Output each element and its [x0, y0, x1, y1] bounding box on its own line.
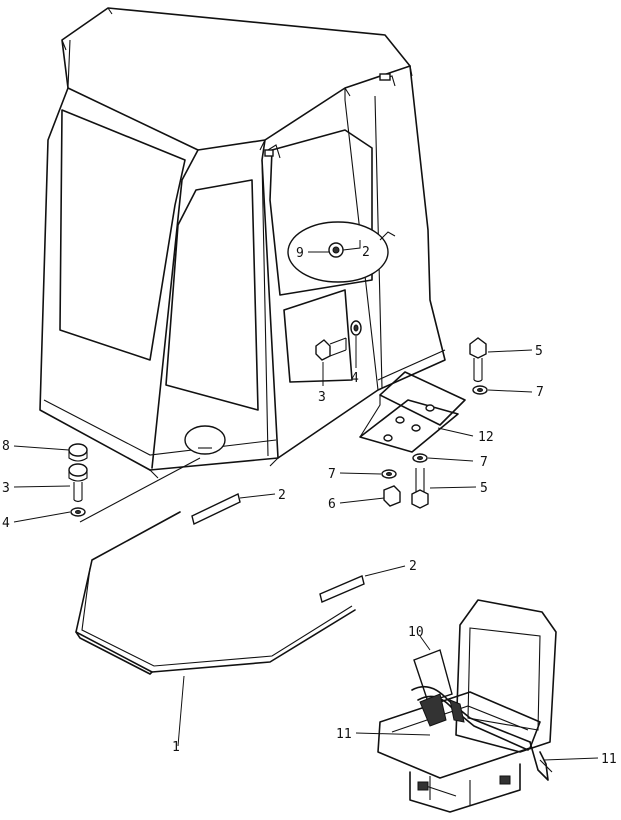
callout-2-mid: 2: [409, 559, 417, 574]
hardware-left: [68, 443, 88, 517]
callout-7-upper: 7: [536, 385, 544, 400]
callout-3-left: 3: [2, 481, 10, 496]
callout-3-center: 3: [318, 390, 326, 405]
callout-12: 12: [478, 430, 494, 445]
leader-lines: [13, 240, 599, 761]
callout-7-right: 7: [480, 455, 488, 470]
callout-4-center: 4: [351, 371, 359, 386]
floor-mat: [75, 511, 356, 675]
callout-11-right: 11: [601, 752, 617, 767]
callout-1: 1: [172, 740, 180, 755]
callout-5-upper: 5: [535, 344, 543, 359]
callout-2-mirror: 2: [362, 245, 370, 260]
hardware-right: [381, 337, 488, 509]
callout-11-left: 11: [336, 727, 352, 742]
callout-2-upper: 2: [278, 488, 286, 503]
callout-8: 8: [2, 439, 10, 454]
operator-seat: [377, 599, 557, 813]
hardware-center: [315, 242, 362, 361]
operator-cab: [39, 7, 446, 479]
callout-7-left: 7: [328, 467, 336, 482]
callout-5-lower: 5: [480, 481, 488, 496]
seal-strips: [79, 457, 365, 603]
callout-6: 6: [328, 497, 336, 512]
mount-bracket: [359, 371, 466, 453]
callout-4-left: 4: [2, 516, 10, 531]
callout-9: 9: [296, 246, 304, 261]
callout-10: 10: [408, 625, 424, 640]
callout-labels: 1 2 2 2 3 3 4 4 5 5 6 7 7 7 8 9 10 11 11…: [2, 245, 617, 767]
